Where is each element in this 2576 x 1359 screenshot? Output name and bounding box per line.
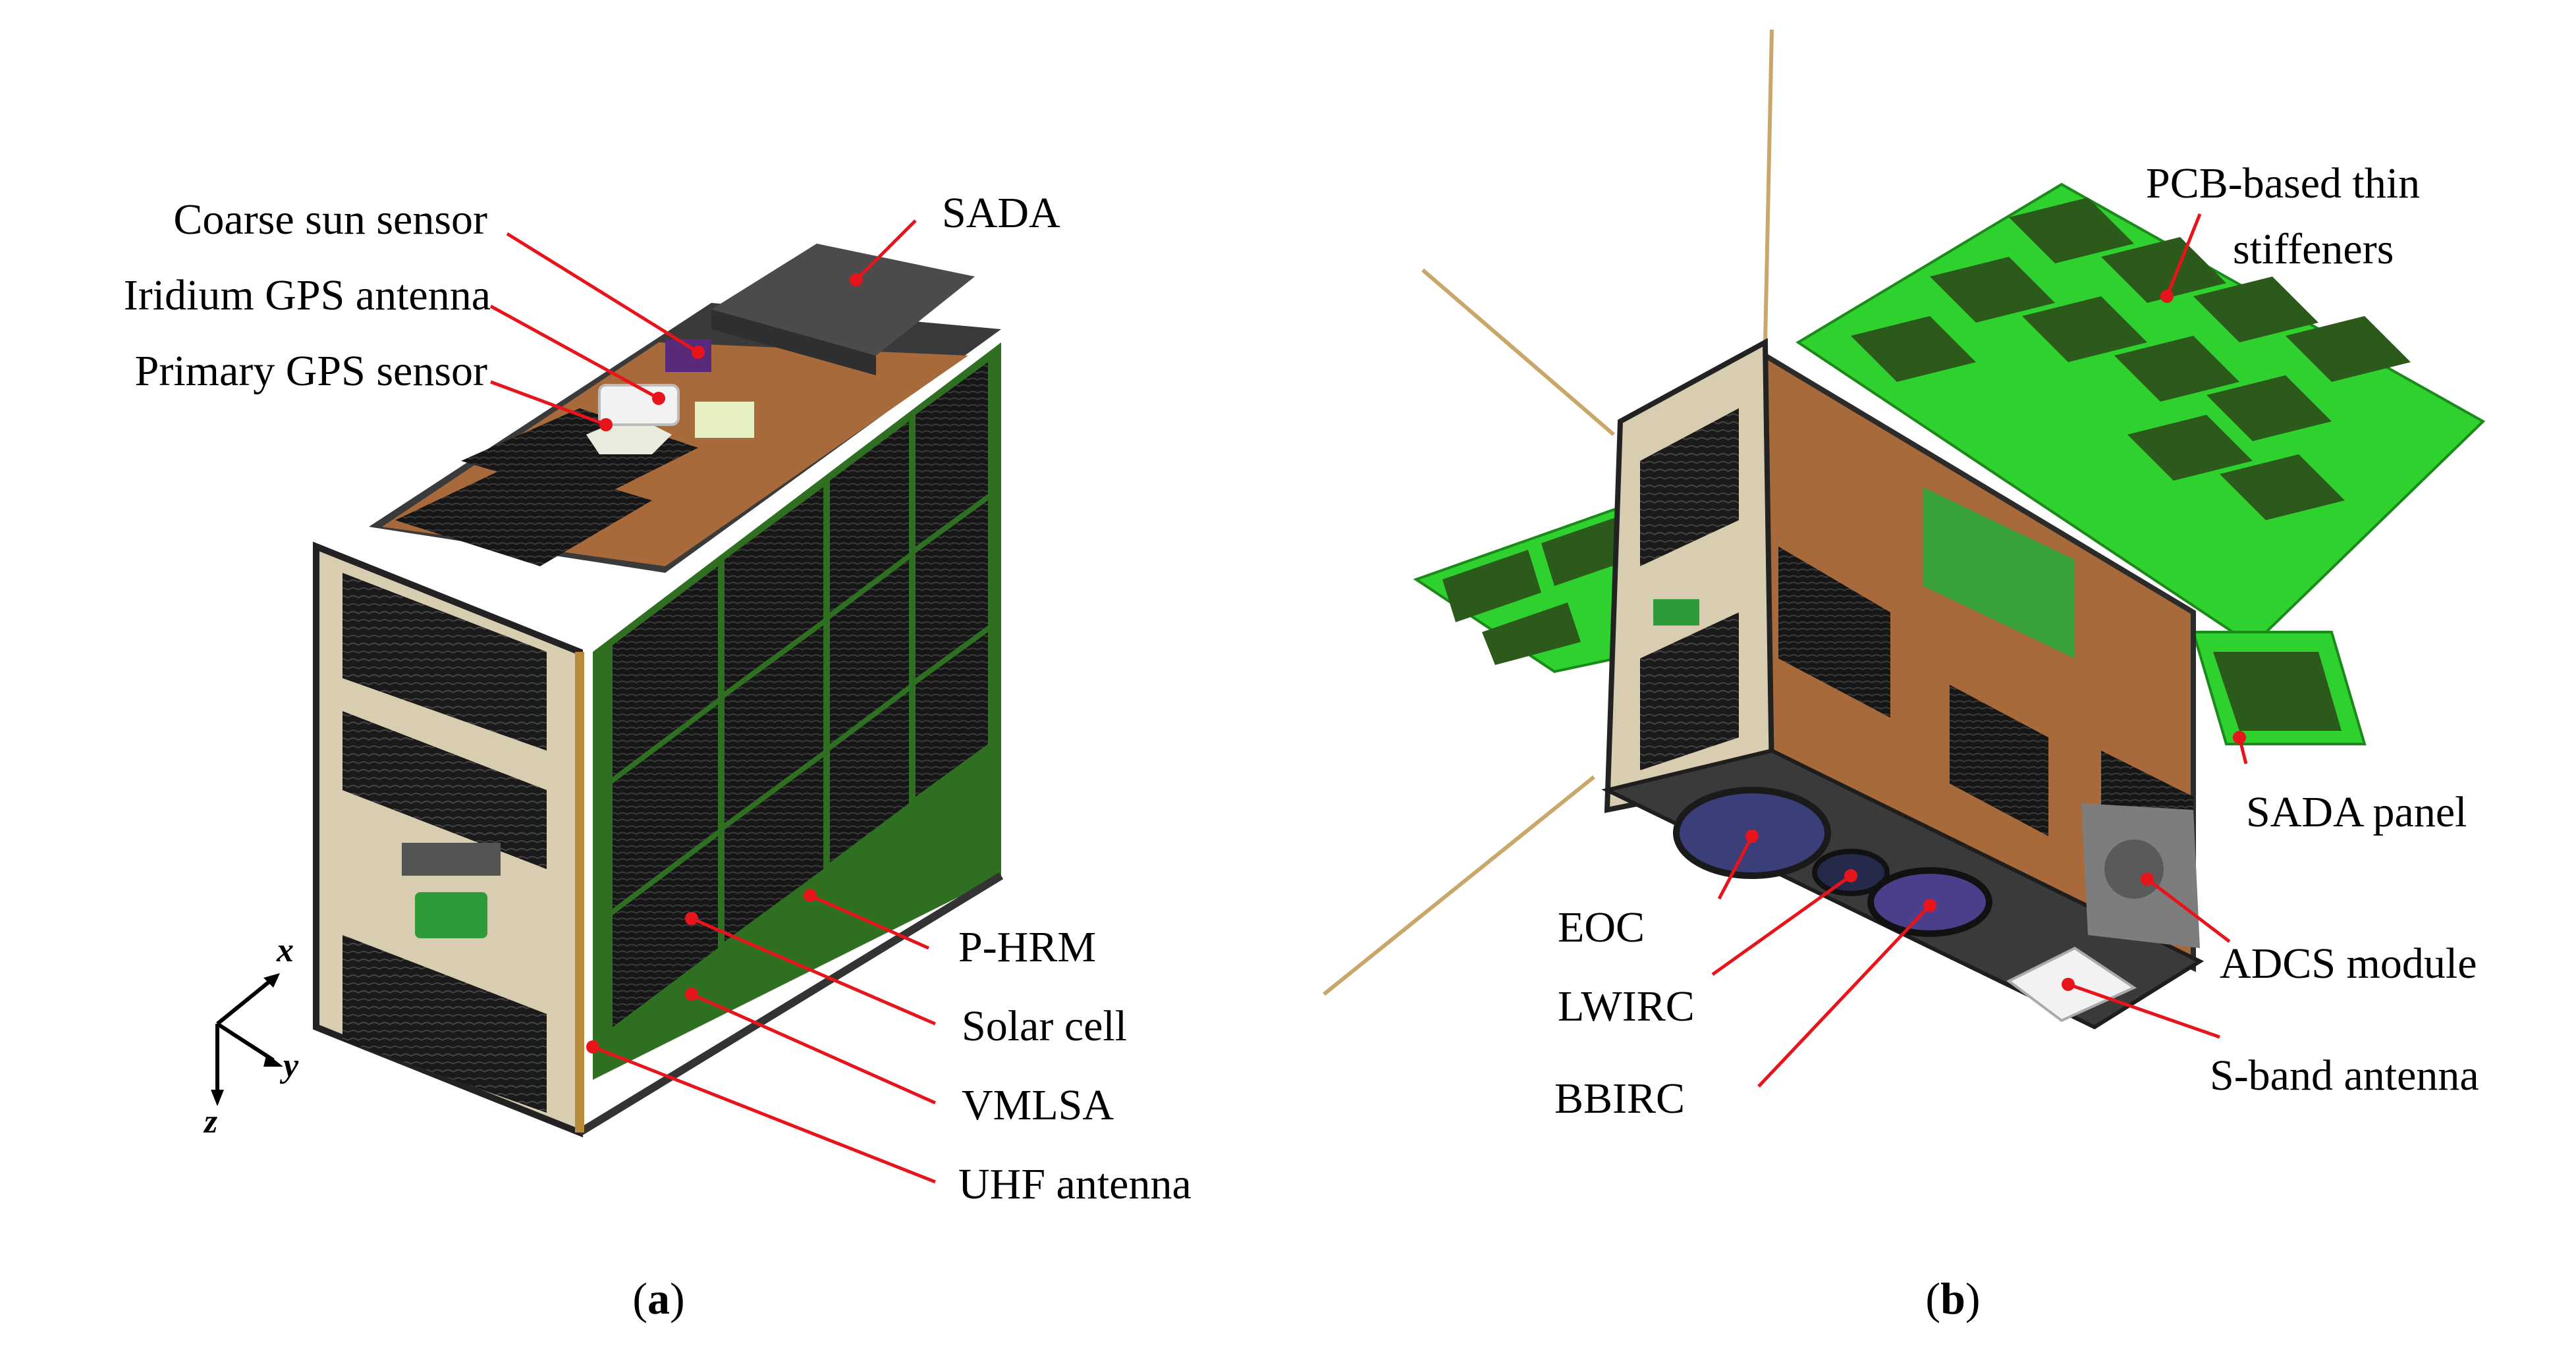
end-frame-b-cell-2 [1640,612,1739,770]
body-window-1 [1778,546,1890,718]
sada-panel-cell [2213,652,2342,731]
axis-y-label: y [279,1047,299,1084]
adcs-wheel [2104,839,2164,899]
label-coarse-sun-sensor: Coarse sun sensor [173,196,487,244]
end-frame-b-cell-1 [1640,408,1739,566]
antenna-bottom [1323,775,1595,996]
leaders-a [489,219,937,1184]
end-connector [402,843,501,876]
bottom-edge [577,872,1004,1136]
leader-dots-a [586,273,863,1053]
cubesat-b [1323,29,2486,1030]
label-sada-panel: SADA panel [2246,788,2467,836]
label-sada: SADA [942,189,1060,237]
caption-a: (a) [632,1273,684,1323]
end-cell-1 [343,573,547,751]
body-window-2 [1950,685,2048,836]
label-primary-gps-sensor: Primary GPS sensor [135,347,487,395]
axis-x-label: x [276,932,294,969]
end-frame-b-pcb [1653,599,1699,626]
label-iridium-gps-antenna: Iridium GPS antenna [124,271,491,319]
label-lwirc: LWIRC [1558,982,1695,1030]
antenna-left [1421,268,1615,437]
cubesat-a [313,244,1004,1138]
leaders-b [1711,213,2248,1088]
leader-dots-b [1745,290,2246,991]
end-cell-3 [343,935,547,1113]
label-adcs-module: ADCS module [2220,940,2477,988]
axis-z-label: z [203,1103,218,1140]
end-cell-2 [343,711,547,869]
label-s-band-antenna: S-band antenna [2210,1052,2479,1100]
pcb-panel-cells [1851,198,2411,520]
solar-cell-grid [613,362,988,1027]
gps-patch-shape [695,402,754,438]
axis-triad: x y z [203,932,299,1140]
caption-b: (b) [1925,1273,1980,1323]
label-pcb-stiffeners-line1: PCB-based thin [2146,159,2420,207]
label-solar-cell: Solar cell [962,1002,1127,1050]
label-uhf-antenna: UHF antenna [958,1160,1192,1208]
label-bbirc: BBIRC [1554,1075,1685,1123]
antenna-top [1763,29,1774,343]
sada-box-face [711,309,876,375]
body-green-window [1923,487,2075,658]
label-p-hrm: P-HRM [958,923,1096,971]
labels-b: PCB-based thin stiffeners SADA panel ADC… [1554,159,2479,1123]
iridium-gps-antenna-shape [598,384,680,426]
label-eoc: EOC [1558,903,1645,951]
label-pcb-stiffeners-line2: stiffeners [2233,225,2394,273]
label-vmlsa: VMLSA [962,1081,1114,1129]
coarse-sun-sensor-shape [665,339,711,372]
labels-a: Coarse sun sensor Iridium GPS antenna Pr… [124,189,1192,1208]
sada-box [711,244,975,356]
end-green-pcb [415,892,487,938]
